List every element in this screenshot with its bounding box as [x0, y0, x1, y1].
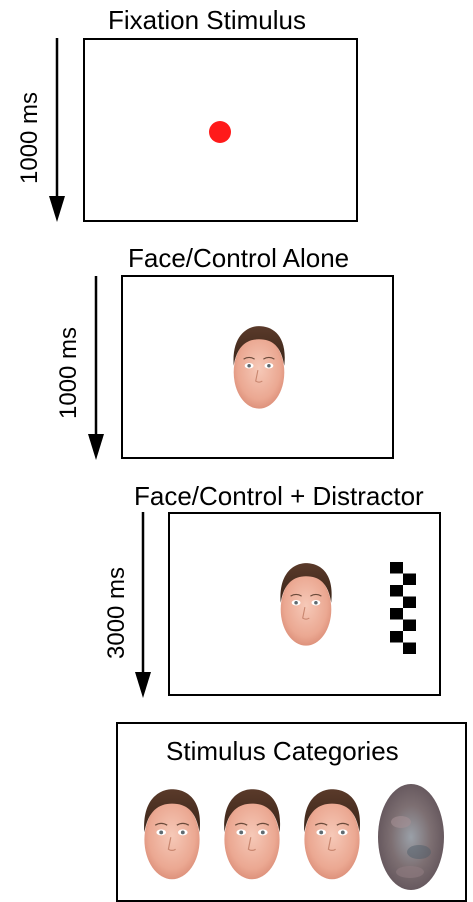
face-distractor-screen	[168, 512, 441, 696]
checker-square	[403, 573, 416, 585]
timeline-arrow-3	[135, 512, 151, 698]
face-alone-screen	[121, 275, 394, 459]
checker-square	[390, 608, 403, 620]
checker-square	[390, 631, 403, 643]
checker-square	[403, 596, 416, 608]
duration-label-3: 3000 ms	[103, 566, 130, 659]
checker-square	[403, 642, 416, 654]
checker-square	[403, 619, 416, 631]
timeline-arrow-2	[88, 276, 104, 460]
panel-title-distractor: Face/Control + Distractor	[134, 481, 424, 511]
panel-title-fixation: Fixation Stimulus	[108, 5, 306, 35]
fixation-dot-icon	[209, 121, 231, 143]
face-image	[273, 558, 339, 654]
face-fearful-image	[296, 780, 368, 892]
fixation-screen	[83, 38, 358, 222]
duration-label-2: 1000 ms	[55, 326, 82, 419]
panel-title-alone: Face/Control Alone	[128, 243, 350, 273]
scrambled-control-image	[378, 784, 444, 890]
timeline-arrow-1	[49, 38, 65, 222]
stimulus-categories-panel: Stimulus Categories	[116, 722, 467, 902]
checker-square	[390, 562, 403, 574]
duration-label-1: 1000 ms	[16, 91, 43, 184]
face-image	[226, 321, 292, 417]
checker-square	[390, 585, 403, 597]
checkerboard-distractor-icon	[390, 562, 416, 654]
face-happy-image	[216, 780, 288, 892]
categories-title: Stimulus Categories	[166, 736, 399, 766]
face-neutral-image	[136, 780, 208, 892]
